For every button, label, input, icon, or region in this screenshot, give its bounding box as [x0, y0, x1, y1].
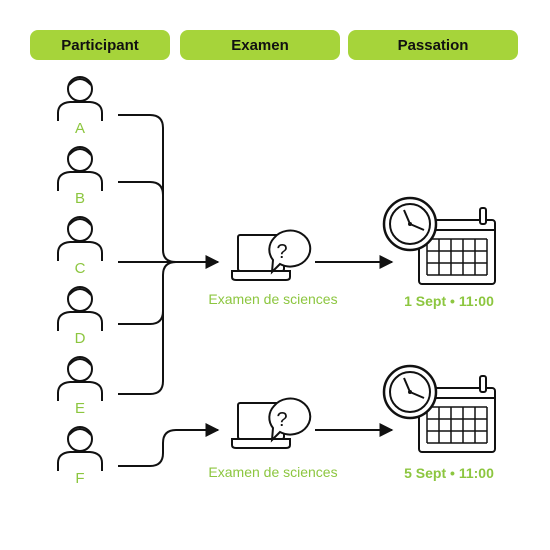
participant-label-f: F	[75, 470, 84, 487]
participant-a-icon	[57, 76, 103, 122]
participant-d-icon	[57, 286, 103, 332]
header-participant: Participant	[30, 30, 170, 60]
connector-f	[118, 423, 220, 467]
participant-label-a: A	[75, 120, 85, 137]
participant-label-c: C	[75, 260, 86, 277]
participant-label-e: E	[75, 400, 85, 417]
exam-1-laptop-question-icon	[231, 229, 312, 281]
participant-b-icon	[57, 146, 103, 192]
exam-1-label: Examen de sciences	[208, 291, 338, 307]
participant-label-b: B	[75, 190, 85, 207]
participant-f-icon	[57, 426, 103, 472]
exam-2-label: Examen de sciences	[208, 464, 338, 480]
header-passation: Passation	[348, 30, 518, 60]
participant-e-icon	[57, 356, 103, 402]
session-1-label: 1 Sept • 11:00	[404, 293, 494, 309]
exam-2-laptop-question-icon	[231, 397, 312, 449]
header-examen: Examen	[180, 30, 340, 60]
participant-c-icon	[57, 216, 103, 262]
session-2-clock-calendar-icon	[382, 364, 497, 454]
connector-group-top	[118, 114, 220, 395]
session-1-clock-calendar-icon	[382, 196, 497, 286]
session-2-label: 5 Sept • 11:00	[404, 465, 494, 481]
participant-label-d: D	[75, 330, 86, 347]
